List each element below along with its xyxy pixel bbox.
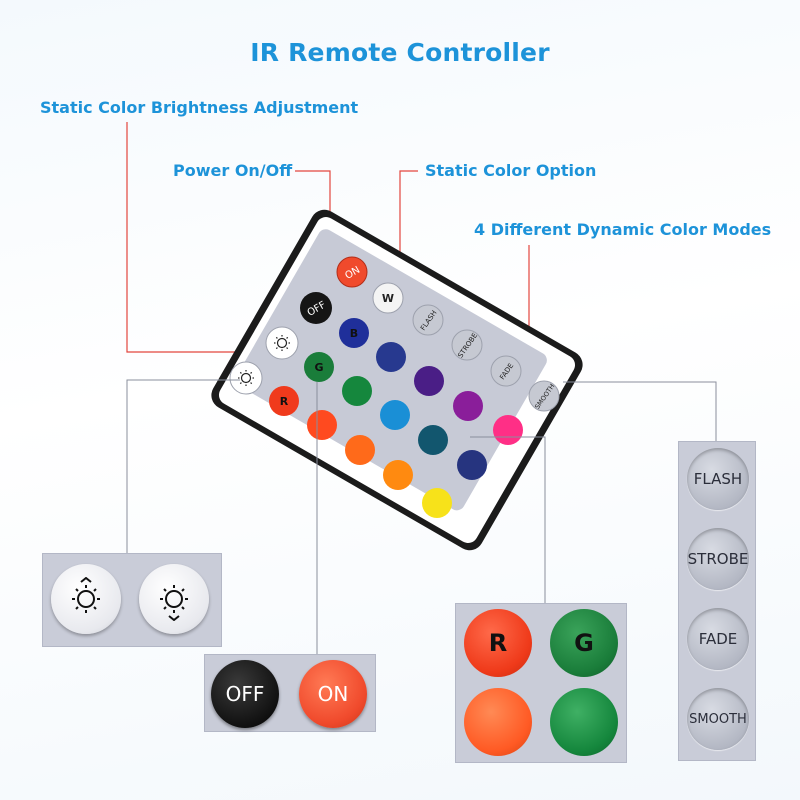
rgb-zoom-leader xyxy=(470,436,546,605)
brightness-up-button xyxy=(51,564,121,634)
brightness-down-button xyxy=(139,564,209,634)
orange-button xyxy=(464,688,532,756)
brightness-zoom-panel xyxy=(42,553,222,647)
remote-color-button xyxy=(342,376,372,406)
remote-g-button xyxy=(304,352,334,382)
power-off-label: OFF xyxy=(225,682,265,706)
flash-button: FLASH xyxy=(687,448,749,510)
rgb-zoom-panel: R G xyxy=(455,603,627,763)
brightness-label: Static Color Brightness Adjustment xyxy=(40,98,359,117)
power-off-button: OFF xyxy=(211,660,279,728)
remote-brightness-up-button xyxy=(265,326,299,360)
page-title: IR Remote Controller xyxy=(250,38,550,67)
static-color-label: Static Color Option xyxy=(425,161,597,180)
power-zoom-panel: OFF ON xyxy=(204,654,376,732)
brightness-down-icon xyxy=(160,585,188,621)
remote-color-button xyxy=(414,366,444,396)
remote-color-button xyxy=(422,488,452,518)
remote-body xyxy=(211,209,583,551)
remote-strobe-button xyxy=(451,329,483,361)
red-button-label: R xyxy=(488,629,508,657)
remote-off-button xyxy=(300,292,332,324)
brightness-leader-line xyxy=(126,122,268,353)
smooth-button: SMOOTH xyxy=(687,688,749,750)
remote-b-text: B xyxy=(350,327,358,340)
strobe-button-label: STROBE xyxy=(687,550,749,568)
modes-zoom-leader xyxy=(563,381,717,445)
remote-r-text: R xyxy=(280,395,289,408)
remote-color-button xyxy=(345,435,375,465)
power-label: Power On/Off xyxy=(173,161,293,180)
remote-fade-button xyxy=(490,355,522,387)
brightness-up-icon xyxy=(72,577,100,613)
remote-w-button xyxy=(372,282,404,314)
remote-color-button xyxy=(493,415,523,445)
strobe-button: STROBE xyxy=(687,528,749,590)
modes-zoom-panel: FLASH STROBE FADE SMOOTH xyxy=(678,441,756,761)
remote-flash-button xyxy=(412,304,444,336)
green-button: G xyxy=(550,609,618,677)
light-green-button xyxy=(550,688,618,756)
remote-b-button xyxy=(339,318,369,348)
remote-g-text: G xyxy=(314,361,323,374)
remote-color-button xyxy=(380,400,410,430)
remote-color-button xyxy=(307,410,337,440)
smooth-button-label: SMOOTH xyxy=(689,711,747,727)
sun-down-icon xyxy=(238,370,254,386)
sun-up-icon xyxy=(274,335,290,351)
remote-r-button xyxy=(269,386,299,416)
remote-color-button xyxy=(376,342,406,372)
remote-smooth-button xyxy=(528,380,560,412)
remote-color-button xyxy=(453,391,483,421)
red-button: R xyxy=(464,609,532,677)
remote-brightness-down-button xyxy=(229,361,263,395)
remote-color-button xyxy=(418,425,448,455)
brightness-zoom-leader xyxy=(126,379,240,570)
flash-button-label: FLASH xyxy=(693,470,743,488)
remote-color-button xyxy=(457,450,487,480)
green-button-label: G xyxy=(574,629,594,657)
power-on-label: ON xyxy=(317,682,349,706)
remote-w-text: W xyxy=(382,292,394,305)
dynamic-modes-label: 4 Different Dynamic Color Modes xyxy=(474,220,772,239)
remote-on-button xyxy=(336,256,368,288)
fade-button-label: FADE xyxy=(698,630,738,648)
power-on-button: ON xyxy=(299,660,367,728)
remote-color-button xyxy=(383,460,413,490)
fade-button: FADE xyxy=(687,608,749,670)
